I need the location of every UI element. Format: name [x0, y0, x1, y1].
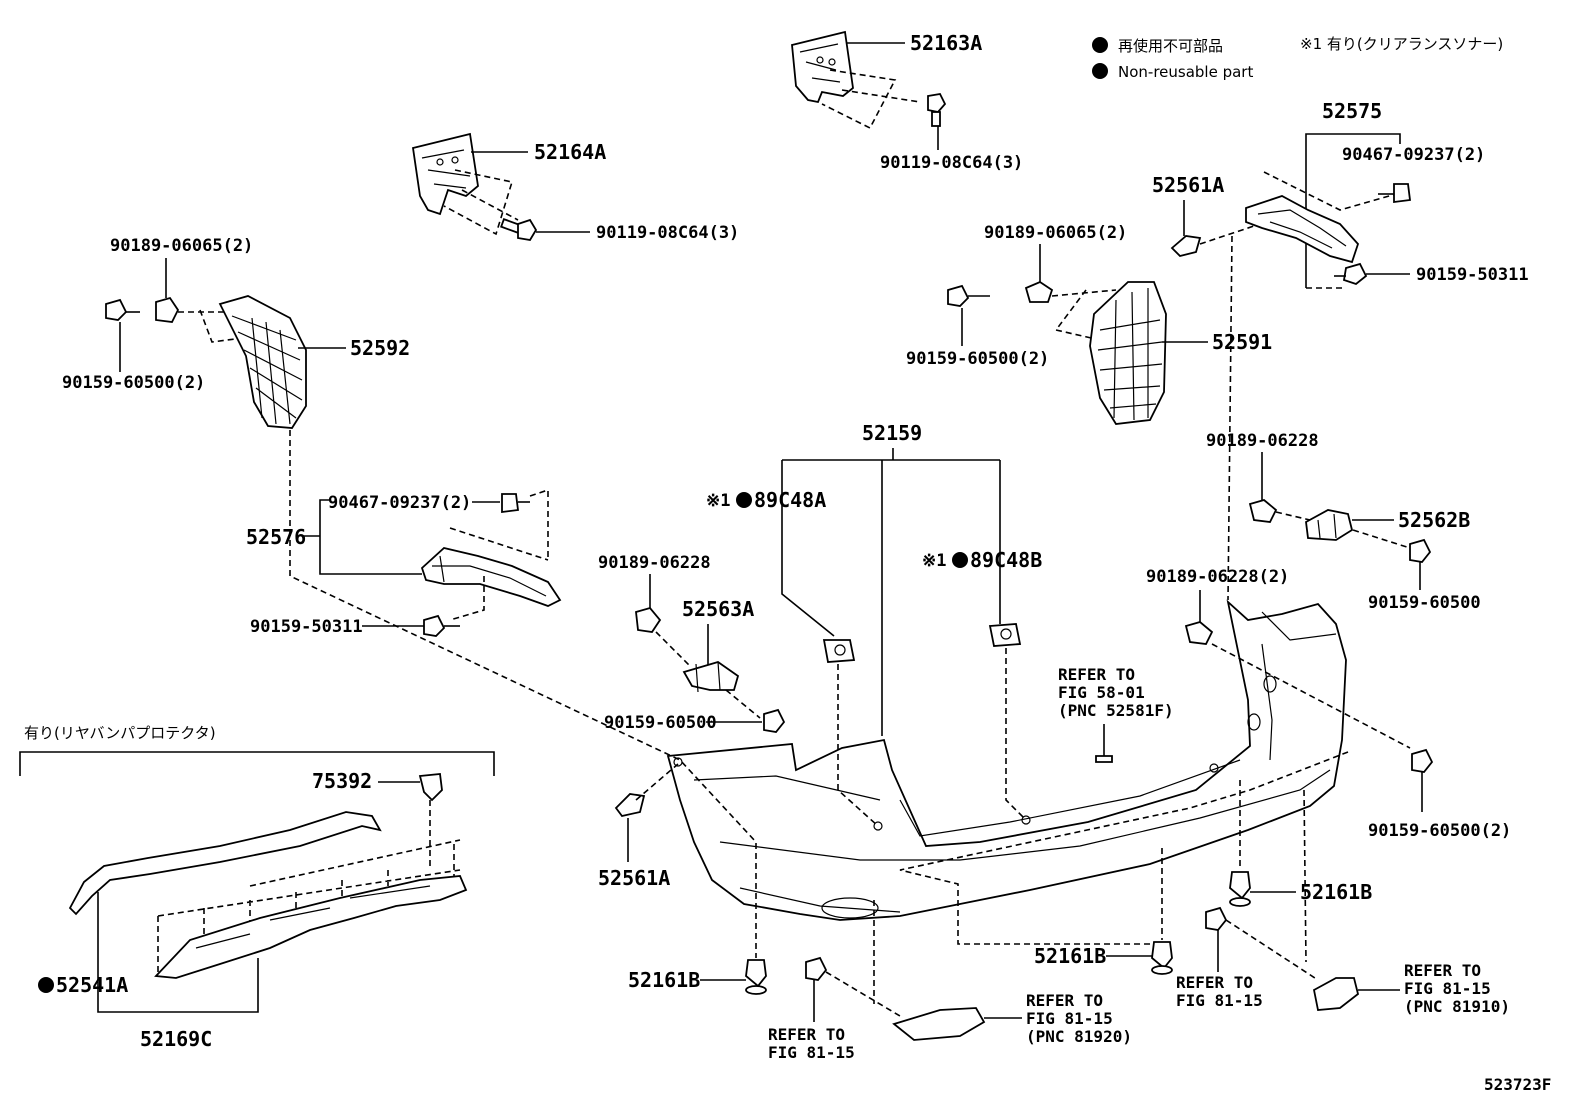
screw-90159-60500-mid[interactable] [947, 284, 990, 307]
label-90189-06228-right: 90189-06228 [1206, 431, 1319, 451]
label-52161B-c: 52161B [1034, 944, 1106, 968]
refer-81c-line2: FIG 81-15 [1176, 991, 1263, 1010]
screw-left-reflector[interactable] [805, 956, 828, 981]
label-90189-06228-2: 90189-06228(2) [1146, 567, 1289, 587]
refer-58-line2: FIG 58-01 [1058, 683, 1145, 702]
label-52563A: 52563A [682, 597, 754, 621]
label-90119-left: 90119-08C64(3) [596, 223, 739, 243]
non-reusable-dot-icon [952, 552, 968, 568]
sonar-mark-b: ※1 [922, 551, 946, 571]
label-90189-06065-right: 90189-06065(2) [984, 223, 1127, 243]
label-90189-06065-left: 90189-06065(2) [110, 236, 253, 256]
panel-52592[interactable] [218, 295, 307, 429]
label-52575: 52575 [1322, 99, 1382, 123]
refer-81c-line1: REFER TO [1176, 973, 1253, 992]
bolt-90159-50311-right[interactable] [1334, 262, 1368, 286]
label-90159-60500-r1: 90159-60500 [1368, 593, 1481, 613]
label-90467-right: 90467-09237(2) [1342, 145, 1485, 165]
screw-90159-60500-r2[interactable] [1411, 748, 1434, 773]
non-reusable-dot-icon [38, 977, 54, 993]
retainer-52563A[interactable] [682, 661, 740, 693]
garnish-52541A[interactable] [68, 811, 382, 916]
bolt-90119-top[interactable] [927, 93, 947, 127]
sonar-mark-a: ※1 [706, 491, 730, 511]
clip-90189-06065-left[interactable] [155, 296, 180, 323]
bracket-52575[interactable] [1245, 195, 1360, 264]
clip-75392[interactable] [418, 773, 443, 802]
label-90467-left: 90467-09237(2) [328, 493, 471, 513]
label-90159-50311-right: 90159-50311 [1416, 265, 1529, 285]
label-89C48A: 89C48A [754, 488, 826, 512]
clip-90467-right[interactable] [1378, 183, 1412, 204]
label-89C48B: 89C48B [970, 548, 1042, 572]
label-90159-60500-small: 90159-60500 [604, 713, 717, 733]
protector-group-title: 有り(リヤバンパプロテクタ) [24, 724, 216, 742]
refer-58-line1: REFER TO [1058, 665, 1135, 684]
label-90159-50311-left: 90159-50311 [250, 617, 363, 637]
clip-52161B-c[interactable] [1151, 941, 1173, 975]
reflector-left[interactable] [892, 1007, 986, 1041]
refer-81b-line2: FIG 81-15 [1026, 1009, 1113, 1028]
non-reusable-dot-icon [736, 492, 752, 508]
clip-52161B-b[interactable] [1229, 871, 1251, 907]
label-90159-60500-mid: 90159-60500(2) [906, 349, 1049, 369]
bracket-52562B[interactable] [1305, 509, 1354, 541]
refer-81d-line2: FIG 81-15 [1404, 979, 1491, 998]
label-52541A: 52541A [56, 973, 128, 997]
label-90159-60500-r2: 90159-60500(2) [1368, 821, 1511, 841]
refer-81d-line3: (PNC 81910) [1404, 997, 1510, 1016]
legend-en: Non-reusable part [1118, 63, 1253, 81]
bolt-90159-50311-left[interactable] [423, 614, 460, 637]
protector-52169C[interactable] [154, 875, 468, 979]
clip-90189-06228-2[interactable] [1184, 621, 1214, 645]
label-52592: 52592 [350, 336, 410, 360]
clip-90189-06228-right[interactable] [1248, 499, 1278, 523]
figure-id: 523723F [1484, 1075, 1551, 1094]
non-reusable-dot-icon [1092, 63, 1108, 79]
label-52576: 52576 [246, 525, 306, 549]
label-90159-60500-left: 90159-60500(2) [62, 373, 205, 393]
label-52161B-b: 52161B [1300, 880, 1372, 904]
clip-90189-06228-mid[interactable] [635, 606, 662, 633]
label-52561A-top: 52561A [1152, 173, 1224, 197]
refer-81d-line1: REFER TO [1404, 961, 1481, 980]
bracket-52164A[interactable] [411, 132, 479, 216]
clip-52561A-top[interactable] [1170, 235, 1202, 257]
legend-jp: 再使用不可部品 [1118, 37, 1223, 55]
refer-81a-line2: FIG 81-15 [768, 1043, 855, 1062]
sonar-sensor-89C48B[interactable] [988, 623, 1022, 647]
sonar-sensor-89C48A[interactable] [822, 639, 856, 663]
label-52161B-a: 52161B [628, 968, 700, 992]
label-75392: 75392 [312, 769, 372, 793]
legend-note: ※1 有り(クリアランスソナー) [1300, 35, 1503, 53]
screw-90159-60500-left[interactable] [105, 298, 140, 321]
screw-90159-60500-r1[interactable] [1409, 538, 1432, 563]
screw-right-reflector[interactable] [1205, 906, 1228, 931]
label-52159: 52159 [862, 421, 922, 445]
label-52591: 52591 [1212, 330, 1272, 354]
refer-81a-line1: REFER TO [768, 1025, 845, 1044]
bolt-90119-left[interactable] [500, 218, 538, 241]
clip-52161B-a[interactable] [745, 959, 767, 995]
bumper-cover-52159[interactable] [666, 599, 1347, 921]
label-52169C: 52169C [140, 1027, 212, 1051]
bracket-52163A[interactable] [791, 30, 854, 104]
non-reusable-dot-icon [1092, 37, 1108, 53]
clip-90467-left[interactable] [501, 493, 530, 514]
label-52562B: 52562B [1398, 508, 1470, 532]
refer-58-line3: (PNC 52581F) [1058, 701, 1174, 720]
reflector-right[interactable] [1312, 977, 1360, 1011]
label-52561A-low: 52561A [598, 866, 670, 890]
clip-90189-06065-right[interactable] [1024, 280, 1054, 303]
refer-81b-line3: (PNC 81920) [1026, 1027, 1132, 1046]
screw-90159-60500-small[interactable] [763, 708, 786, 733]
label-52164A: 52164A [534, 140, 606, 164]
refer-81b-line1: REFER TO [1026, 991, 1103, 1010]
panel-52591[interactable] [1089, 281, 1167, 425]
bracket-52576[interactable] [420, 547, 562, 607]
label-90189-06228-mid: 90189-06228 [598, 553, 711, 573]
label-90119-top: 90119-08C64(3) [880, 153, 1023, 173]
label-52163A: 52163A [910, 31, 982, 55]
